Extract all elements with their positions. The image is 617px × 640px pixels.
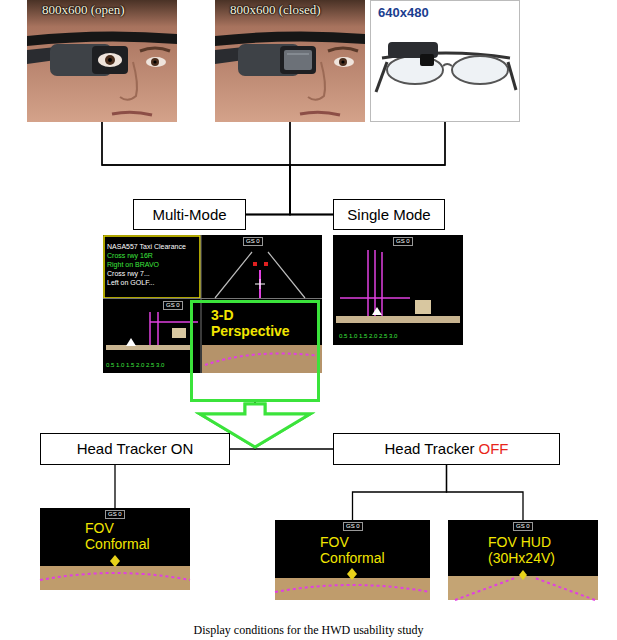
device-photo: 640x480	[370, 0, 520, 122]
display-screenshot: NASA557 Taxi ClearanceCross rwy 16RRight…	[103, 235, 322, 373]
photo-label: 640x480	[378, 6, 429, 21]
multi-mode-screenshot	[103, 298, 322, 299]
fov-screenshot-tracked	[40, 566, 190, 590]
hwd-photo-closed	[215, 0, 365, 122]
hwd-glasses-photo	[443, 64, 452, 66]
fov-screenshot: GS 0 FOV HUD (30Hx24V)	[448, 520, 598, 600]
hwd-photo-closed	[284, 50, 312, 70]
device-photo: 800x600 (open)	[27, 0, 177, 122]
connector	[290, 122, 333, 215]
connector	[447, 465, 524, 520]
speed-readout: GS 0	[393, 237, 413, 246]
tracker-box: Head Tracker ON	[40, 433, 230, 465]
fov-label: FOV Conformal	[320, 534, 396, 566]
fov-label: FOV Conformal	[85, 520, 161, 552]
box-label-state: OFF	[479, 440, 509, 457]
fov-screenshot-hud	[448, 520, 598, 600]
hwd-glasses-photo	[371, 1, 520, 122]
hwd-photo-closed	[287, 53, 309, 55]
connector	[114, 465, 115, 508]
fov-screenshot-conformal	[275, 520, 430, 600]
fov-screenshot-conformal	[347, 568, 357, 580]
single-mode-screenshot	[340, 250, 410, 316]
device-photo: 800x600 (closed)	[215, 0, 365, 122]
photo-label: 800x600 (closed)	[230, 3, 321, 18]
multi-mode-screenshot	[264, 262, 268, 266]
fov-screenshot-conformal	[275, 578, 430, 600]
box-label: Head Tracker	[384, 440, 474, 457]
display-screenshot: GS 0 0.5 1.0 1.5 2.0 2.5 3.0	[333, 235, 463, 345]
hwd-photo-open	[27, 0, 177, 122]
caption-row: Display conditions for the HWD usability…	[0, 620, 617, 638]
figure-caption: Display conditions for the HWD usability…	[194, 623, 424, 637]
hwd-photo-open	[98, 53, 122, 67]
highlight-label: 3-D Perspective	[211, 307, 301, 339]
highlight-box: 3-D Perspective	[190, 300, 320, 402]
multi-mode-screenshot	[103, 235, 322, 373]
fov-screenshot-conformal	[275, 585, 430, 592]
hwd-glasses-photo	[376, 62, 387, 92]
multi-mode-screenshot	[255, 279, 265, 289]
fov-screenshot-tracked	[40, 508, 190, 590]
fov-screenshot-hud	[455, 578, 595, 600]
fov-screenshot-hud	[448, 520, 598, 600]
single-mode-screenshot	[333, 235, 463, 345]
fov-label: FOV HUD (30Hx24V)	[488, 534, 596, 582]
fov-screenshot: GS 0FOV Conformal	[40, 508, 190, 590]
scale-text: 0.5 1.0 1.5 2.0 2.5 3.0	[106, 362, 164, 369]
mode-box: Multi-Mode	[133, 199, 246, 230]
box-label: Single Mode	[347, 206, 430, 223]
hwd-photo-closed	[215, 0, 365, 122]
hwd-photo-open	[108, 58, 112, 62]
hwd-glasses-photo	[371, 1, 520, 122]
multi-mode-screenshot	[253, 262, 257, 266]
mode-box: Single Mode	[333, 199, 445, 230]
connector	[353, 465, 447, 520]
speed-readout: GS 0	[513, 522, 533, 531]
speed-readout: GS 0	[105, 510, 125, 519]
clearance-text: Left on GOLF...	[107, 279, 154, 287]
tracker-box: Head Tracker OFF	[333, 433, 560, 465]
speed-readout: GS 0	[243, 237, 263, 246]
scale-text: 0.5 1.0 1.5 2.0 2.5 3.0	[339, 333, 397, 340]
clearance-text: Cross rwy 7...	[107, 270, 150, 278]
hwd-photo-open	[105, 55, 115, 65]
clearance-text: Right on BRAVO	[107, 261, 159, 269]
connector	[246, 122, 290, 215]
clearance-text: NASA557 Taxi Clearance	[107, 243, 186, 251]
line-spacer	[528, 566, 596, 582]
clearance-text: Cross rwy 16R	[107, 252, 153, 260]
multi-mode-screenshot	[106, 345, 190, 350]
hwd-glasses-photo	[387, 56, 443, 84]
box-label: Multi-Mode	[152, 206, 226, 223]
single-mode-screenshot	[333, 235, 463, 345]
fov-screenshot-tracked	[40, 508, 190, 590]
photo-label: 800x600 (open)	[42, 3, 125, 18]
hwd-glasses-photo	[420, 54, 434, 66]
multi-mode-screenshot	[202, 345, 322, 373]
multi-mode-screenshot	[172, 328, 186, 338]
speed-readout: GS 0	[343, 522, 363, 531]
multi-mode-screenshot	[104, 236, 200, 298]
multi-mode-screenshot	[201, 235, 202, 373]
fov-screenshot-tracked	[110, 555, 120, 567]
fov-screenshot-tracked	[40, 573, 190, 580]
hwd-glasses-photo	[452, 56, 508, 84]
box-label: Head Tracker ON	[77, 440, 194, 457]
speed-readout: GS 0	[163, 301, 183, 310]
hwd-photo-open	[27, 0, 177, 122]
single-mode-screenshot	[336, 316, 460, 323]
multi-mode-screenshot	[215, 252, 305, 298]
hwd-glasses-photo	[508, 62, 516, 90]
multi-mode-screenshot	[205, 353, 320, 365]
fov-screenshot-hud	[519, 570, 527, 580]
single-mode-screenshot	[415, 300, 431, 314]
single-mode-screenshot	[372, 307, 382, 315]
fov-screenshot-conformal	[275, 520, 430, 600]
multi-mode-screenshot	[103, 235, 322, 373]
multi-mode-screenshot	[126, 338, 136, 346]
fov-screenshot: GS 0 FOV Conformal	[275, 520, 430, 600]
